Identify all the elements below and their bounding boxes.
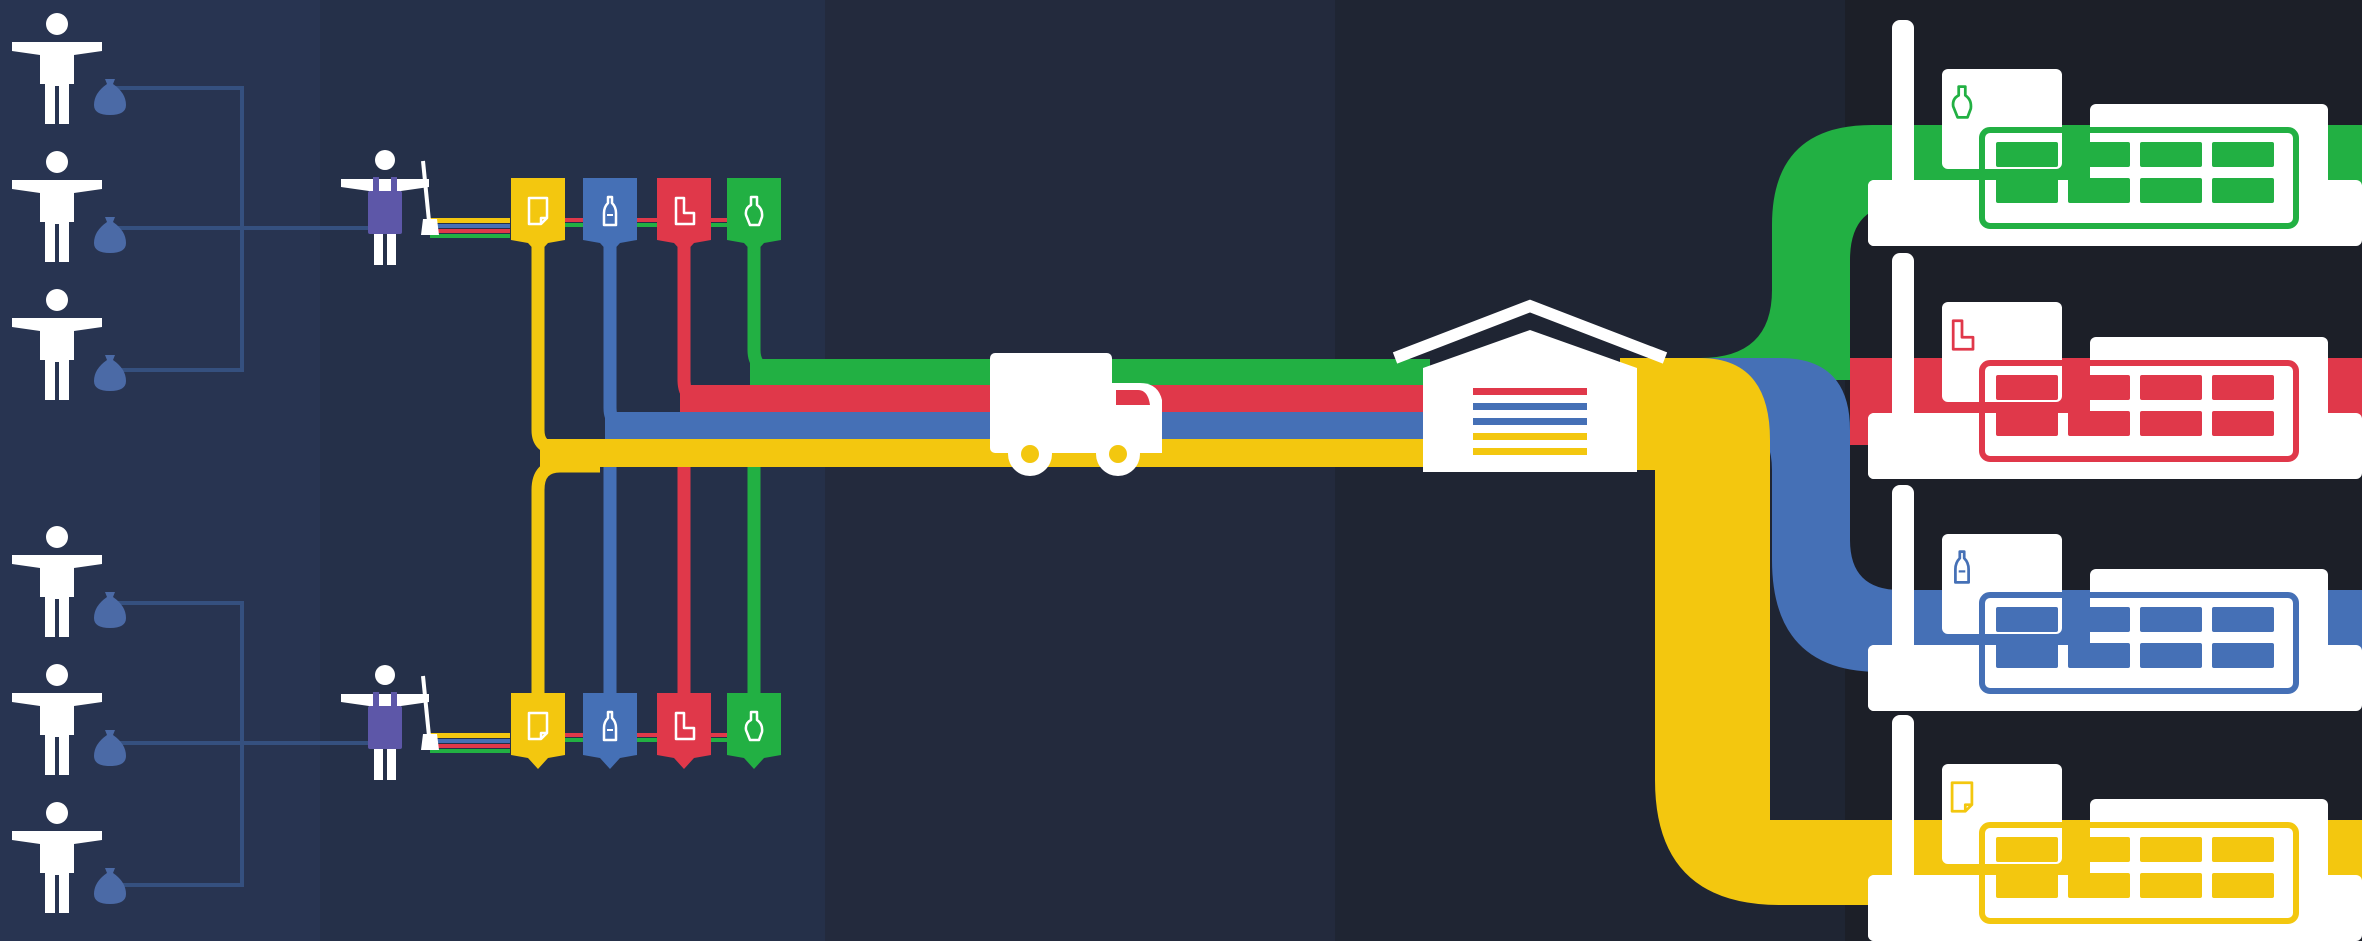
factory-window	[2140, 142, 2202, 167]
factory-window	[1996, 643, 2058, 668]
factory-window	[2140, 873, 2202, 898]
factory-window	[2140, 178, 2202, 203]
factory-window	[2068, 873, 2130, 898]
factory-window	[2212, 643, 2274, 668]
factory-window	[2068, 837, 2130, 862]
factory-window	[2140, 837, 2202, 862]
factory-window	[2212, 411, 2274, 436]
factory-window	[2068, 375, 2130, 400]
factory-window	[1996, 411, 2058, 436]
warehouse-stripe-yellow	[1473, 448, 1587, 455]
factory-window	[2212, 142, 2274, 167]
factory-window	[1996, 607, 2058, 632]
factory-window	[1996, 178, 2058, 203]
factory-window	[2212, 375, 2274, 400]
factory-window	[2212, 607, 2274, 632]
factory-window	[2212, 837, 2274, 862]
factory-window	[2068, 411, 2130, 436]
factory-window	[1996, 837, 2058, 862]
warehouse-stripe-red	[1473, 388, 1587, 395]
factory-window	[2212, 873, 2274, 898]
factory-window	[2068, 607, 2130, 632]
warehouse-stripe-yellow	[1473, 433, 1587, 440]
factory-window	[2068, 643, 2130, 668]
factory-window	[2140, 411, 2202, 436]
factory-window	[2140, 643, 2202, 668]
factory-window	[2140, 375, 2202, 400]
factory-window	[2212, 178, 2274, 203]
factory-window	[2140, 607, 2202, 632]
factory-window	[1996, 873, 2058, 898]
factory-window	[2068, 142, 2130, 167]
warehouse-stripe-blue	[1473, 403, 1587, 410]
warehouse-stripe-blue	[1473, 418, 1587, 425]
factory-window	[1996, 142, 2058, 167]
factory-window	[1996, 375, 2058, 400]
factory-window	[2068, 178, 2130, 203]
